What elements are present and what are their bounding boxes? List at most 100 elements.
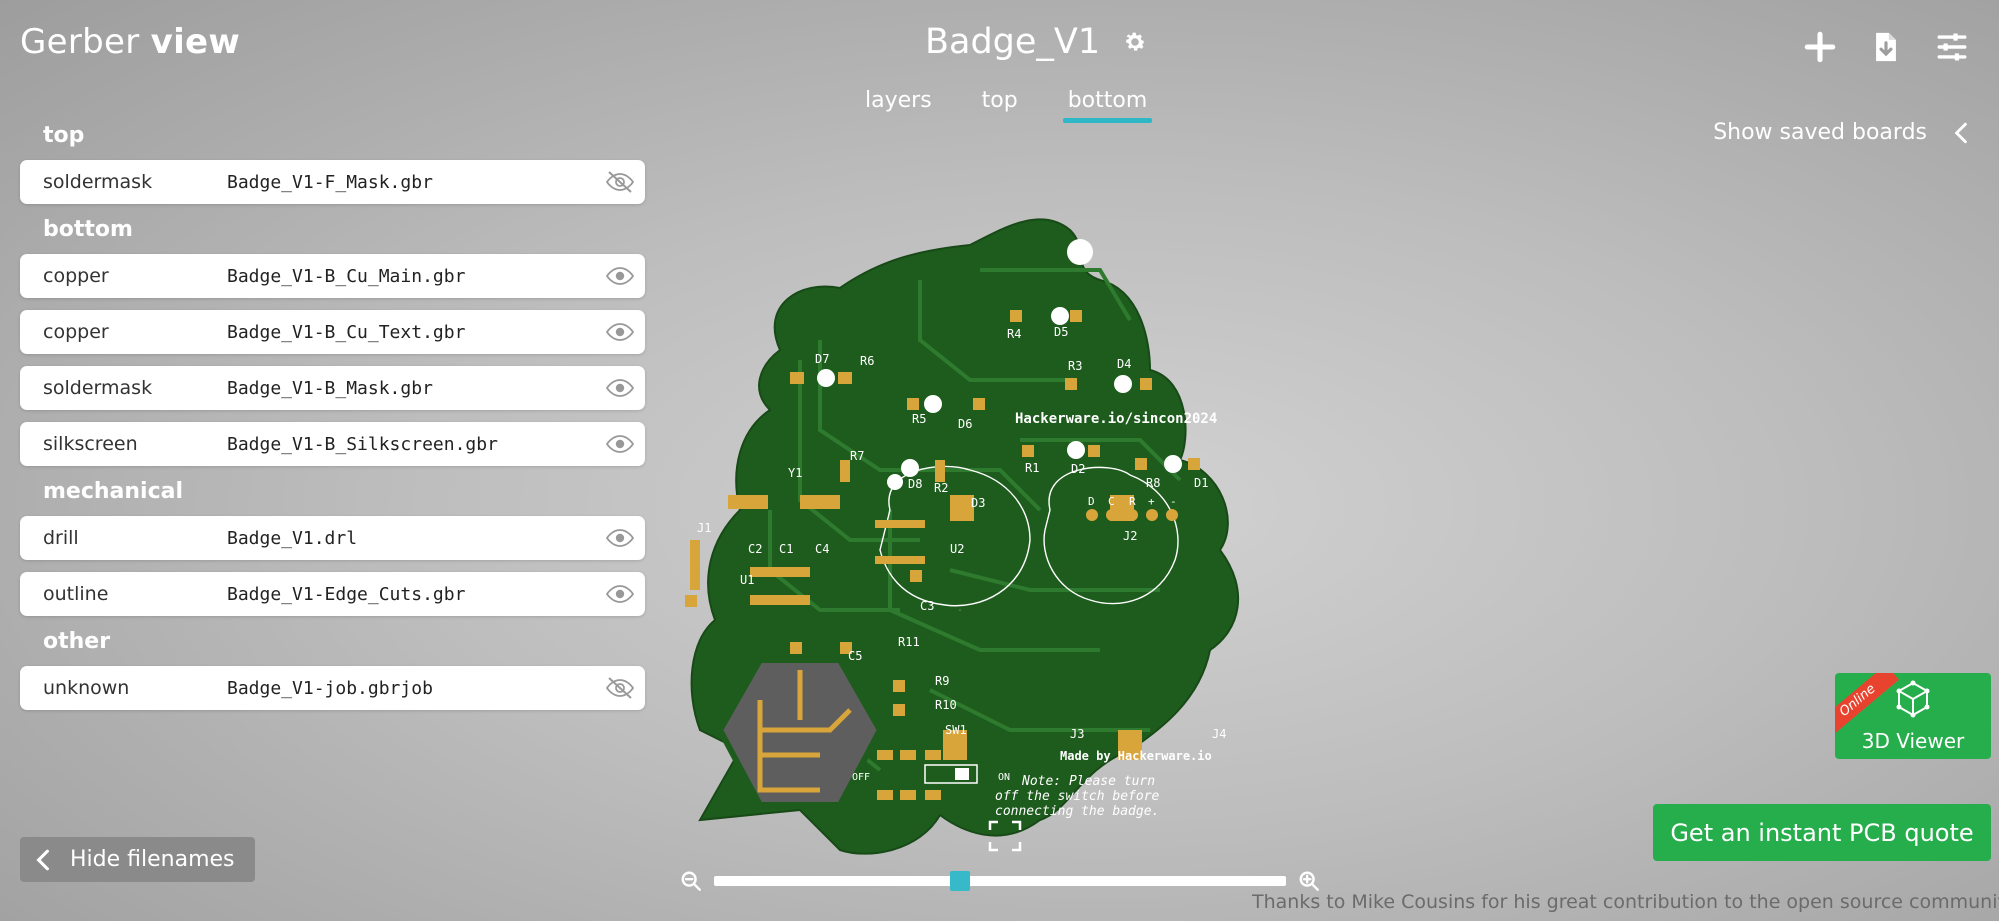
- pcb-ref-label: R10: [935, 698, 957, 712]
- brand-light: Gerber: [20, 22, 140, 62]
- pcb-ref-label: -: [1170, 495, 1177, 508]
- pcb-ref-label: C3: [920, 599, 934, 613]
- lanyard-hole: [1067, 239, 1093, 265]
- pcb-ref-label: R2: [934, 481, 948, 495]
- sliders-icon[interactable]: [1935, 30, 1969, 64]
- switch-knob: [955, 768, 969, 780]
- layer-filename: Badge_V1-B_Mask.gbr: [227, 377, 433, 399]
- eye-icon[interactable]: [605, 583, 635, 605]
- board-title: Badge_V1: [925, 22, 1101, 62]
- eye-icon[interactable]: [605, 377, 635, 399]
- pcb-ref-label: R3: [1068, 359, 1082, 373]
- layer-row[interactable]: outline Badge_V1-Edge_Cuts.gbr: [20, 572, 645, 616]
- chevron-left-icon: [1954, 122, 1967, 143]
- layer-row[interactable]: soldermask Badge_V1-F_Mask.gbr: [20, 160, 645, 204]
- layer-type: copper: [43, 321, 109, 343]
- pcb-ref-label: R4: [1007, 327, 1021, 341]
- pcb-ref-label: C: [1108, 495, 1115, 508]
- layer-filename: Badge_V1-B_Cu_Text.gbr: [227, 321, 466, 343]
- tab-layers[interactable]: layers: [865, 88, 932, 113]
- eye-icon[interactable]: [605, 527, 635, 549]
- layer-row[interactable]: copper Badge_V1-B_Cu_Main.gbr: [20, 254, 645, 298]
- brand-bold: view: [150, 22, 241, 62]
- eye-icon[interactable]: [605, 433, 635, 455]
- layer-filename: Badge_V1-F_Mask.gbr: [227, 171, 433, 193]
- show-saved-boards-button[interactable]: Show saved boards: [1713, 120, 1969, 145]
- online-ribbon: Online: [1835, 673, 1899, 738]
- cube-icon: [1896, 680, 1930, 718]
- hide-filenames-button[interactable]: Hide filenames: [20, 837, 255, 882]
- pcb-ref-label: D8: [908, 477, 922, 491]
- pcb-ref-label: J1: [697, 521, 711, 535]
- 3d-viewer-button[interactable]: Online 3D Viewer: [1835, 673, 1991, 759]
- pcb-note-line3: connecting the badge.: [995, 804, 1159, 819]
- layer-type: soldermask: [43, 171, 153, 193]
- pcb-ref-label: R9: [935, 674, 949, 688]
- pcb-ref-label: SW1: [945, 723, 967, 737]
- layer-type: silkscreen: [43, 433, 138, 455]
- pcb-ref-label: J2: [1123, 529, 1137, 543]
- gear-icon[interactable]: [1122, 29, 1148, 55]
- eye-icon[interactable]: [605, 265, 635, 287]
- pcb-ref-label: J3: [1070, 727, 1084, 741]
- layer-filename: Badge_V1-B_Silkscreen.gbr: [227, 433, 498, 455]
- zoom-in-icon[interactable]: [1298, 870, 1320, 892]
- footer-credits: Thanks to Mike Cousins for his great con…: [1252, 891, 1999, 913]
- led-pads: [817, 307, 1182, 490]
- layer-type: drill: [43, 527, 79, 549]
- pcb-ref-label: D5: [1054, 325, 1068, 339]
- silkscreen-text: Hackerware.io/sincon2024 Made by Hackerw…: [697, 325, 1226, 819]
- zoom-out-icon[interactable]: [680, 870, 702, 892]
- pcb-ref-label: D1: [1194, 476, 1208, 490]
- layer-type: unknown: [43, 677, 130, 699]
- pcb-viewer[interactable]: Hackerware.io/sincon2024 Made by Hackerw…: [680, 210, 1360, 860]
- pcb-ref-label: R1: [1025, 461, 1039, 475]
- pcb-ref-label: C5: [848, 649, 862, 663]
- pcb-ref-label: +: [1148, 495, 1155, 508]
- pcb-url-text: Hackerware.io/sincon2024: [1015, 411, 1217, 427]
- pcb-ref-label: R6: [860, 354, 874, 368]
- pcb-ref-label: D6: [958, 417, 972, 431]
- instant-pcb-quote-button[interactable]: Get an instant PCB quote: [1653, 804, 1991, 861]
- app-brand: Gerber view: [20, 22, 240, 62]
- chevron-left-icon: [36, 849, 49, 870]
- pcb-ref-label: U1: [740, 573, 754, 587]
- layer-row[interactable]: soldermask Badge_V1-B_Mask.gbr: [20, 366, 645, 410]
- pcb-ref-label: R7: [850, 449, 864, 463]
- pcb-ref-label: C2: [748, 542, 762, 556]
- pcb-ref-label: D2: [1071, 462, 1085, 476]
- copper-pads: [685, 310, 1200, 800]
- layer-row[interactable]: drill Badge_V1.drl: [20, 516, 645, 560]
- plus-icon[interactable]: [1803, 30, 1837, 64]
- board-title-group: Badge_V1: [925, 22, 1148, 62]
- zoom-slider-thumb[interactable]: [949, 871, 970, 891]
- zoom-slider[interactable]: [714, 871, 1286, 891]
- tab-top[interactable]: top: [981, 88, 1018, 113]
- pcb-ref-label: C1: [779, 542, 793, 556]
- pcb-ref-label: OFF: [852, 772, 870, 783]
- coin-cell-holders: [879, 465, 1179, 611]
- tab-bottom[interactable]: bottom: [1043, 88, 1173, 123]
- layer-row[interactable]: copper Badge_V1-B_Cu_Text.gbr: [20, 310, 645, 354]
- pcb-ref-label: R: [1129, 495, 1136, 508]
- download-file-icon[interactable]: [1869, 30, 1903, 64]
- hide-filenames-label: Hide filenames: [70, 847, 235, 872]
- saved-boards-label: Show saved boards: [1713, 120, 1927, 145]
- pcb-ref-label: D7: [815, 352, 829, 366]
- pcb-ref-label: C4: [815, 542, 829, 556]
- layer-type: copper: [43, 265, 109, 287]
- group-label-mechanical: mechanical: [43, 479, 184, 504]
- eye-slash-icon[interactable]: [605, 677, 635, 699]
- layer-row[interactable]: unknown Badge_V1-job.gbrjob: [20, 666, 645, 710]
- power-switch: [924, 764, 978, 784]
- layer-filename: Badge_V1-job.gbrjob: [227, 677, 433, 699]
- fullscreen-icon[interactable]: [988, 820, 1022, 852]
- eye-icon[interactable]: [605, 321, 635, 343]
- pcb-ref-label: Y1: [788, 466, 802, 480]
- pcb-ref-label: D: [1088, 495, 1095, 508]
- eye-slash-icon[interactable]: [605, 171, 635, 193]
- layer-row[interactable]: silkscreen Badge_V1-B_Silkscreen.gbr: [20, 422, 645, 466]
- pcb-ref-label: ON: [998, 772, 1010, 783]
- pcb-traces: [768, 268, 1182, 772]
- group-label-bottom: bottom: [43, 217, 133, 242]
